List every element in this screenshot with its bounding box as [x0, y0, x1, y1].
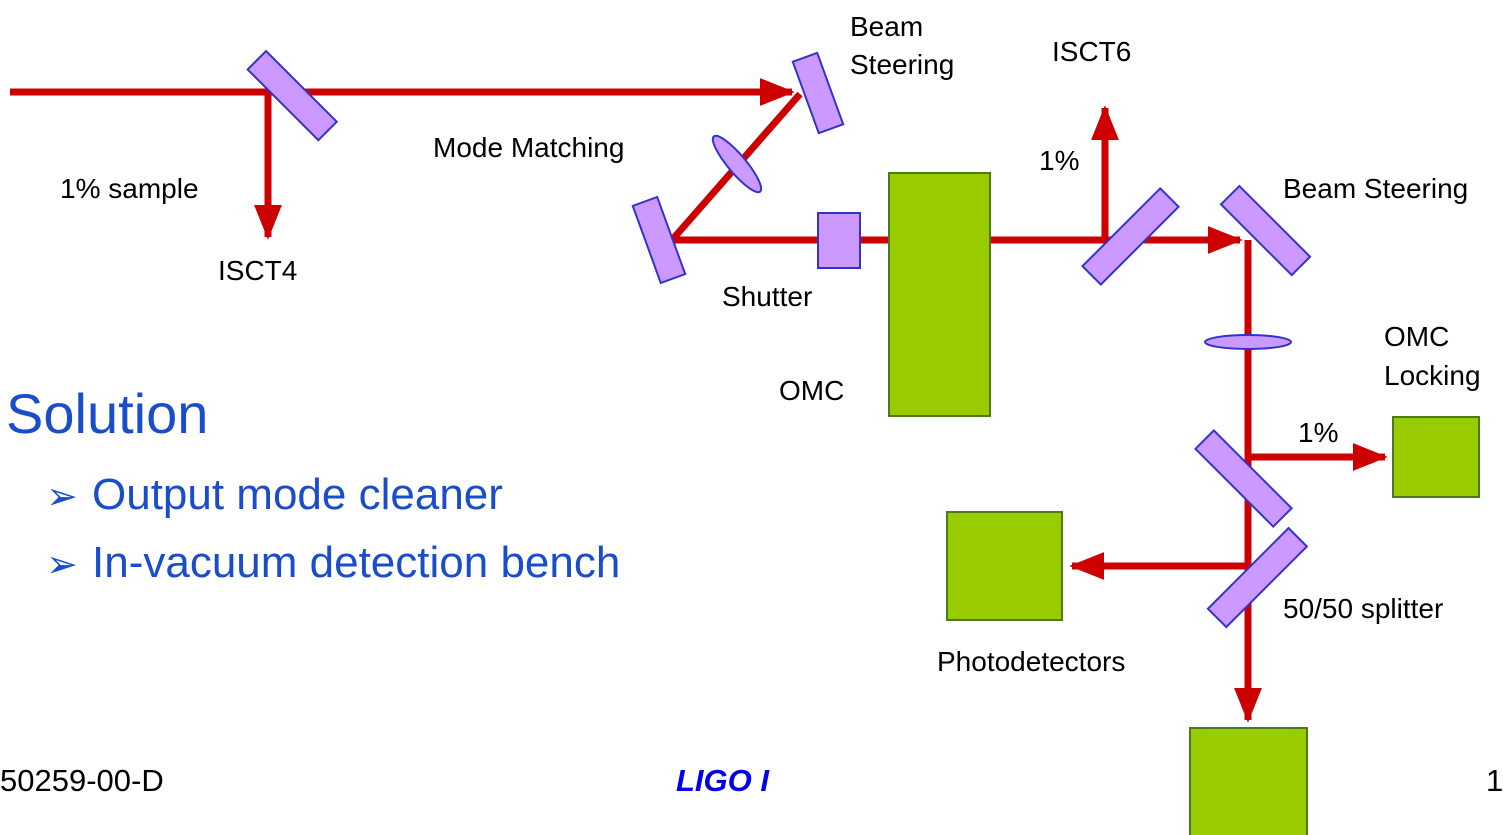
- mode-matching-lens-icon: [711, 134, 763, 194]
- solution-bullet-list: ➢ Output mode cleaner ➢ In-vacuum detectio…: [46, 466, 620, 602]
- arrowhead-bullet-icon: ➢: [46, 474, 78, 518]
- mode-matching-label: Mode Matching: [433, 132, 625, 163]
- instrument-boxes: [888, 172, 1480, 835]
- solution-bullet-text: In-vacuum detection bench: [92, 538, 621, 587]
- shutter-icon: [817, 212, 861, 269]
- solution-bullet-text: Output mode cleaner: [92, 470, 503, 519]
- footer-document-number: 50259-00-D: [0, 763, 164, 798]
- mode-matching-mirror-icon: [631, 195, 687, 285]
- pickoff-mirror-icon: [246, 49, 339, 142]
- beam-steering-top-label-line1: Beam: [850, 11, 924, 42]
- detection-lens-icon: [1204, 334, 1292, 350]
- omc-label: OMC: [779, 375, 845, 406]
- photodetectors-label: Photodetectors: [937, 646, 1126, 677]
- isct6-pickoff-mirror-icon: [1081, 186, 1181, 286]
- splitter-mirror-icon: [1206, 526, 1309, 629]
- optics: [246, 49, 1312, 629]
- beam-steering-top-label-line2: Steering: [850, 49, 955, 80]
- sample-label: 1% sample: [60, 173, 199, 204]
- beam-steering-right-label: Beam Steering: [1283, 173, 1469, 204]
- beam-steering-mirror-right-icon: [1219, 184, 1312, 277]
- isct6-percent-label: 1%: [1039, 145, 1080, 176]
- isct6-label: ISCT6: [1052, 36, 1132, 67]
- splitter-label: 50/50 splitter: [1283, 593, 1444, 624]
- photodetector-box: [946, 511, 1063, 621]
- footer-page-number: 1: [1486, 763, 1503, 798]
- omc-box: [888, 172, 991, 417]
- bottom-detector-box: [1189, 727, 1308, 835]
- arrowhead-bullet-icon: ➢: [46, 542, 78, 586]
- locking-percent-label: 1%: [1298, 417, 1339, 448]
- beam-paths: [10, 78, 1388, 723]
- omc-locking-label-line2: Locking: [1384, 360, 1481, 391]
- omc-locking-label-line1: OMC: [1384, 321, 1450, 352]
- solution-heading: Solution: [6, 382, 209, 445]
- omc-locking-box: [1392, 416, 1480, 498]
- footer-title: LIGO I: [676, 763, 769, 798]
- solution-bullet-item: ➢ Output mode cleaner: [46, 466, 620, 534]
- beam-steering-mirror-top-icon: [791, 51, 845, 135]
- solution-bullet-item: ➢ In-vacuum detection bench: [46, 534, 620, 602]
- shutter-label: Shutter: [722, 281, 813, 312]
- locking-pickoff-mirror-icon: [1194, 429, 1294, 529]
- isct4-label: ISCT4: [218, 255, 298, 286]
